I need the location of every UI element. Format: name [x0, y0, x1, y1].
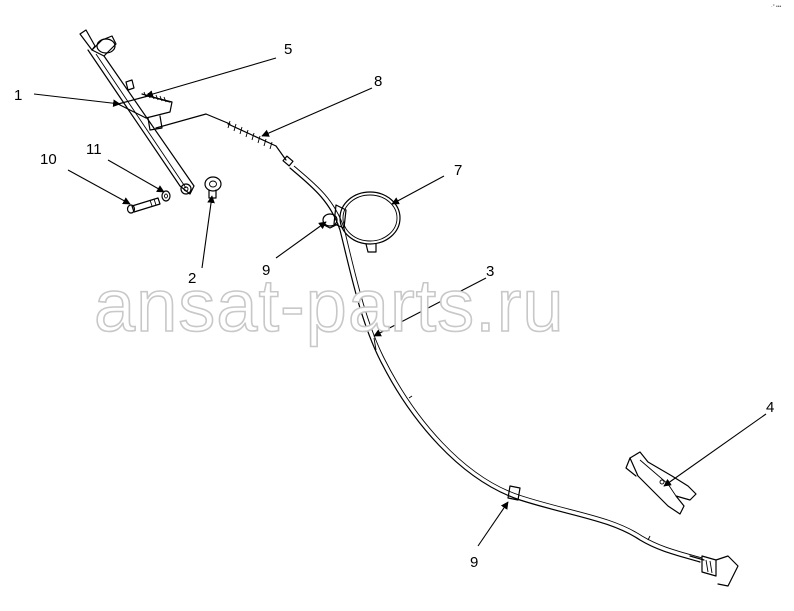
part-3-cable	[289, 165, 703, 563]
part-8-cable-spring	[227, 120, 294, 167]
watermark: ansat-parts.ru	[94, 264, 565, 347]
part-2-nut	[204, 176, 222, 199]
corner-mark: ·° •••	[771, 4, 782, 10]
callout-7: 7	[454, 162, 462, 179]
part-9-clip-lower	[507, 485, 521, 501]
cable-end-knob	[689, 555, 739, 587]
link-rod	[155, 113, 231, 129]
callout-10: 10	[40, 151, 57, 168]
callout-4: 4	[766, 399, 774, 416]
callout-11: 11	[86, 141, 102, 158]
callout-9b: 9	[470, 554, 478, 571]
callout-5: 5	[284, 41, 292, 58]
callout-2: 2	[188, 270, 196, 287]
callout-8: 8	[374, 73, 382, 90]
part-9-clip-upper	[321, 213, 339, 229]
leader-lines	[33, 57, 767, 547]
part-4-bracket	[625, 451, 697, 515]
part-11-washer	[161, 190, 171, 202]
callout-9a: 9	[262, 262, 270, 279]
callout-3: 3	[486, 263, 494, 280]
callouts: 1 2 3 4 5 7 8 9 9 10 11	[14, 41, 774, 571]
part-1-pedal-lever	[79, 29, 195, 195]
part-10-bolt	[126, 197, 161, 214]
callout-1: 1	[14, 87, 22, 104]
part-7-clamp	[333, 191, 401, 253]
